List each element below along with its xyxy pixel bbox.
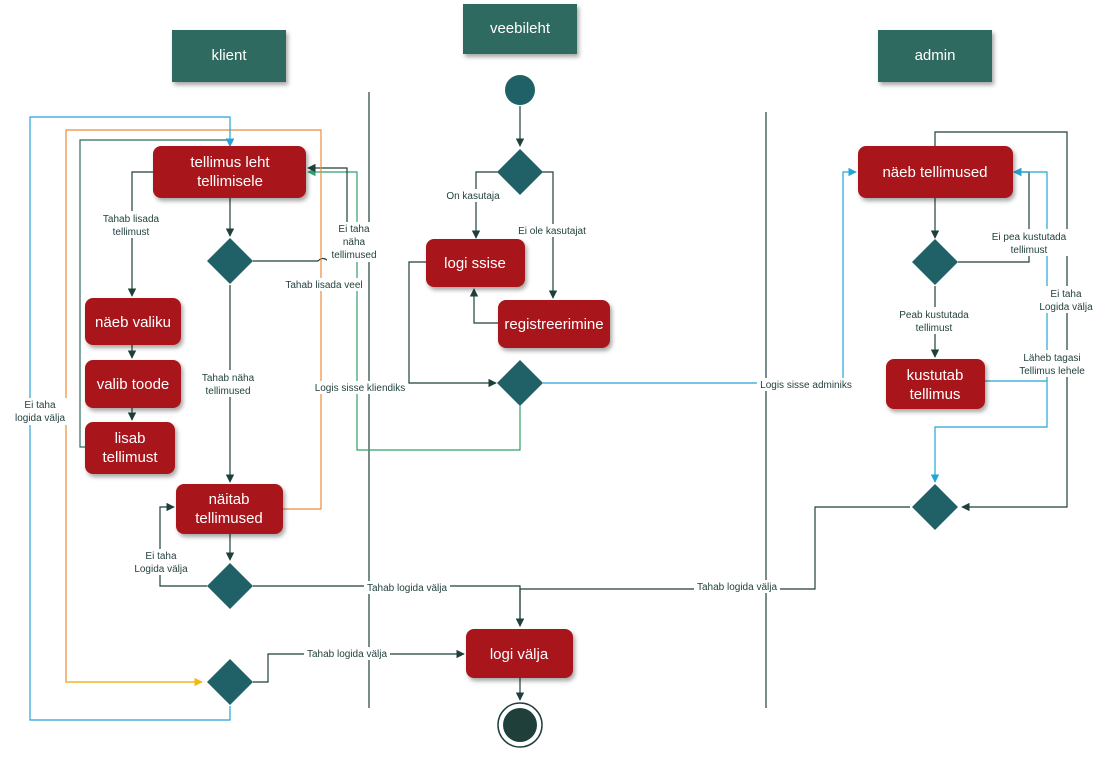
decision-client-bottom (207, 659, 253, 705)
activity-naeb-valiku: näeb valiku (85, 298, 181, 345)
decision-admin-delete (912, 239, 958, 285)
activity-logi-sisse: logi ssise (426, 239, 525, 287)
lane-header-admin: admin (878, 30, 992, 82)
edge-to-admin-decision (930, 381, 1048, 483)
activity-tellimus-leht: tellimus leht tellimisele (153, 146, 306, 198)
lane-label-admin: admin (915, 47, 956, 64)
activity-label-line: logi välja (490, 646, 549, 663)
edge-label-ei-pea-kustutada: Ei pea kustutada tellimust (988, 229, 1070, 256)
svg-text:On kasutaja: On kasutaja (446, 191, 500, 202)
activity-naeb-tellimused: näeb tellimused (858, 146, 1013, 198)
decision-admin-logout (912, 484, 958, 530)
decision-client-logout (207, 563, 253, 609)
svg-text:Ei pea kustutada: Ei pea kustutada (992, 232, 1067, 243)
svg-text:Tahab logida välja: Tahab logida välja (697, 582, 777, 593)
svg-text:Läheb tagasi: Läheb tagasi (1023, 353, 1080, 364)
activity-registreerimine: registreerimine (498, 300, 610, 348)
svg-text:näha: näha (343, 237, 366, 248)
activity-naitab-tellimused: näitab tellimused (176, 484, 283, 534)
edge-tahab-lisada-tellimust (127, 171, 153, 297)
svg-text:Tahab logida välja: Tahab logida välja (307, 649, 387, 660)
svg-text:Ei taha: Ei taha (145, 551, 177, 562)
activity-label-line: tellimus (910, 386, 961, 403)
edge-label-laheb-tagasi: Läheb tagasi Tellimus lehele (1015, 350, 1089, 377)
svg-text:Tahab näha: Tahab näha (202, 373, 255, 384)
edge-label-ei-taha-logida-1: Ei taha Logida välja (132, 549, 190, 575)
activity-label-line: tellimus leht (190, 154, 270, 171)
start-node (505, 75, 535, 105)
svg-text:Logis sisse adminiks: Logis sisse adminiks (760, 380, 852, 391)
edge-on-kasutaja (471, 171, 498, 239)
svg-text:tellimused: tellimused (331, 250, 376, 261)
edge-label-tahab-lisada-tellimust: Tahab lisada tellimust (98, 211, 164, 238)
edge-label-logis-kliendiks: Logis sisse kliendiks (312, 381, 408, 394)
lane-header-veebileht: veebileht (463, 4, 577, 54)
lane-label-klient: klient (211, 47, 247, 64)
activity-label-line: tellimust (102, 449, 158, 466)
activity-lisab-tellimust: lisab tellimust (85, 422, 175, 474)
edge-label-peab-kustutada: Peab kustutada tellimust (895, 307, 973, 334)
decision-login-role (497, 360, 543, 406)
decision-client-main (207, 238, 253, 284)
svg-text:Ei taha: Ei taha (338, 224, 370, 235)
edge-tahab-logida-admin (515, 506, 910, 627)
edge-label-on-kasutaja: On kasutaja (444, 189, 502, 202)
edge-label-ei-taha-logida-left: Ei taha logida välja (12, 398, 68, 425)
activity-label-line: tellimused (195, 510, 263, 527)
edge-logis-adminiks (543, 167, 857, 384)
activity-label-line: tellimisele (197, 173, 263, 190)
edge-logis-kliendiks (307, 167, 521, 451)
svg-text:Tahab logida välja: Tahab logida välja (367, 583, 447, 594)
edge-ei-taha-logida-admin (934, 131, 1068, 512)
edge-label-ei-taha-logida-admin: Ei taha Logida välja (1035, 286, 1097, 313)
lane-label-veebileht: veebileht (490, 20, 551, 37)
edge-label-tahab-lisada-veel: Tahab lisada veel (282, 278, 366, 291)
lane-header-klient: klient (172, 30, 286, 82)
activity-logi-valja: logi välja (466, 629, 573, 678)
svg-text:tellimust: tellimust (113, 227, 150, 238)
svg-text:Tellimus lehele: Tellimus lehele (1019, 366, 1085, 377)
activity-label-line: kustutab (907, 367, 964, 384)
edge-label-tahab-logida-admin: Tahab logida välja (694, 580, 780, 593)
end-node (497, 702, 543, 748)
edge-label-tahab-naha: Tahab näha tellimused (198, 370, 258, 397)
activity-label-line: näeb valiku (95, 314, 171, 331)
svg-text:Logida välja: Logida välja (1039, 302, 1093, 313)
edge-label-ei-taha-naha: Ei taha näha tellimused (327, 222, 381, 262)
decision-account (497, 149, 543, 195)
edge-label-logis-adminiks: Logis sisse adminiks (757, 378, 855, 391)
svg-text:logida välja: logida välja (15, 413, 65, 424)
svg-text:Peab kustutada: Peab kustutada (899, 310, 969, 321)
edge-ei-ole-kasutajat (542, 171, 558, 299)
svg-text:tellimust: tellimust (1011, 245, 1048, 256)
edge-label-ei-ole-kasutajat: Ei ole kasutajat (514, 224, 590, 237)
svg-text:tellimust: tellimust (916, 323, 953, 334)
activity-label-line: näeb tellimused (882, 164, 987, 181)
svg-text:Ei taha: Ei taha (24, 400, 56, 411)
activity-kustutab-tellimus: kustutab tellimus (886, 359, 985, 409)
svg-text:tellimused: tellimused (205, 386, 250, 397)
svg-text:Ei ole kasutajat: Ei ole kasutajat (518, 226, 586, 237)
activity-label-line: logi ssise (444, 255, 506, 272)
svg-text:Tahab lisada: Tahab lisada (103, 214, 160, 225)
svg-text:Logida välja: Logida välja (134, 564, 188, 575)
svg-text:Tahab lisada veel: Tahab lisada veel (285, 280, 362, 291)
activity-label-line: näitab (209, 491, 250, 508)
edge-label-tahab-logida-2: Tahab logida välja (304, 647, 390, 660)
edge-ei-taha-logida (159, 502, 207, 587)
activity-label-line: lisab (115, 430, 146, 447)
edge-label-tahab-logida-1: Tahab logida välja (364, 581, 450, 594)
edge-registreerimine-to-login (469, 288, 498, 324)
activity-label-line: valib toode (97, 376, 170, 393)
svg-text:Logis sisse kliendiks: Logis sisse kliendiks (315, 383, 406, 394)
activity-valib-toode: valib toode (85, 360, 181, 408)
edge-login-to-decision (408, 261, 497, 388)
edge-laheb-tagasi (985, 167, 1048, 382)
activity-label-line: registreerimine (504, 316, 603, 333)
svg-text:Ei taha: Ei taha (1050, 289, 1082, 300)
